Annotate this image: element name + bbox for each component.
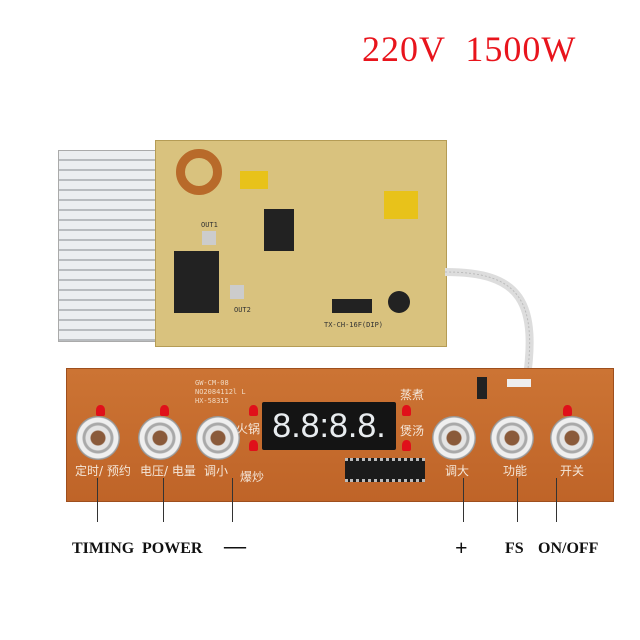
out2-label: OUT2 (234, 306, 251, 314)
callout-line (517, 478, 518, 522)
callout-power: POWER (142, 540, 203, 557)
mode-soup: 煲汤 (400, 424, 425, 438)
led-indicator (249, 405, 258, 416)
callout-minus: — (224, 533, 246, 558)
capacitor (477, 377, 487, 399)
power-button[interactable] (138, 416, 182, 460)
callout-line (163, 478, 164, 522)
callout-line (97, 478, 98, 522)
heatsink (58, 150, 164, 342)
mode-steam: 蒸煮 (400, 388, 425, 402)
ic-chip (332, 299, 372, 313)
label-decrease-cn: 调小 (204, 464, 229, 478)
led-display: 8.8:8.8. (262, 402, 396, 450)
callout-timing: TIMING (72, 540, 135, 557)
led-indicator (96, 405, 105, 416)
capacitor (240, 171, 268, 189)
model-line: HX-58315 (195, 397, 229, 405)
callout-fs: FS (505, 540, 524, 557)
function-button[interactable] (490, 416, 534, 460)
terminal-out1 (202, 231, 216, 245)
on-off-button[interactable] (550, 416, 594, 460)
model-line: GW-CM-08 (195, 379, 229, 387)
timing-button[interactable] (76, 416, 120, 460)
label-power-cn: 电压/ 电量 (140, 464, 196, 478)
toroid-coil (176, 149, 222, 195)
label-onoff-cn: 开关 (560, 464, 585, 478)
relay (174, 251, 219, 313)
spec-title: 220V 1500W (362, 29, 577, 69)
led-indicator (249, 440, 258, 451)
callout-onoff: ON/OFF (538, 540, 599, 557)
relay (264, 209, 294, 251)
board-model: TX-CH-16F(DIP) (324, 321, 384, 329)
decrease-button[interactable] (196, 416, 240, 460)
callout-plus: + (455, 535, 468, 560)
callout-line (463, 478, 464, 522)
led-indicator (402, 440, 411, 451)
transformer (384, 191, 418, 219)
model-line: NO2084112l L (195, 388, 246, 396)
power-board: OUT1 OUT2 TX-CH-16F(DIP) (155, 140, 447, 347)
ic-chip (345, 458, 425, 482)
buzzer (388, 291, 410, 313)
increase-button[interactable] (432, 416, 476, 460)
label-increase-cn: 调大 (445, 464, 470, 478)
mode-stirfry: 爆炒 (240, 470, 265, 484)
callout-line (556, 478, 557, 522)
out1-label: OUT1 (201, 221, 218, 229)
label-function-cn: 功能 (503, 464, 528, 478)
connector (507, 379, 531, 387)
led-indicator (402, 405, 411, 416)
label-timing-cn: 定时/ 预约 (75, 464, 131, 478)
led-indicator (160, 405, 169, 416)
terminal-out2 (230, 285, 244, 299)
led-indicator (563, 405, 572, 416)
board-model-lines: GW-CM-08 NO2084112l L HX-58315 (195, 379, 246, 406)
callout-line (232, 478, 233, 522)
mode-hotpot: 火锅 (236, 422, 261, 436)
